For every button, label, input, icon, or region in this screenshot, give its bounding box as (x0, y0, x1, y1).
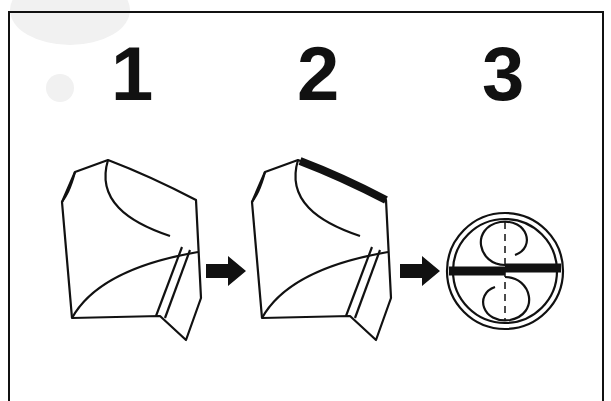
drill-end-view (447, 213, 563, 329)
ground-edge (300, 161, 386, 200)
drill-bit-ground (252, 160, 391, 340)
arrow (400, 256, 440, 286)
step-number: 1 (111, 36, 153, 112)
watermark-shape (46, 74, 74, 102)
chisel-edge (449, 267, 505, 276)
frame (9, 12, 603, 401)
drill-bit (62, 160, 201, 340)
chisel-edge (505, 264, 561, 273)
step-number: 2 (297, 36, 339, 112)
step-number: 3 (482, 36, 524, 112)
arrow (206, 256, 246, 286)
